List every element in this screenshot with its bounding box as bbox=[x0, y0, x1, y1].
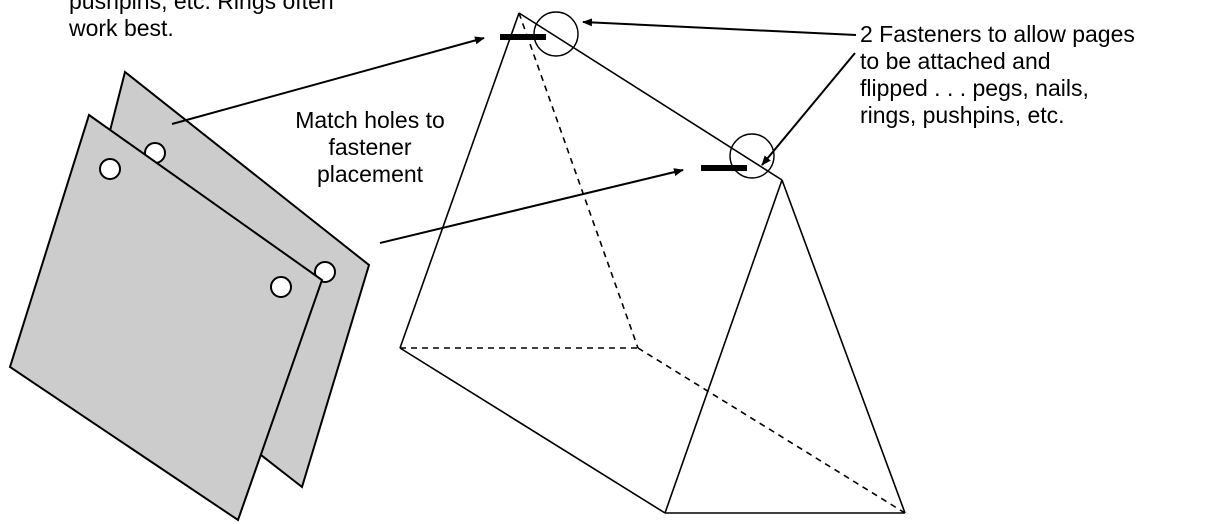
fasteners-line-2: to be attached and bbox=[860, 48, 1051, 74]
rings-note-label: pushpins, etc. Rings often work best. bbox=[69, 0, 334, 42]
front-page bbox=[8, 113, 324, 522]
fasteners-label: 2 Fasteners to allow pages to be attache… bbox=[860, 21, 1135, 129]
arrows bbox=[171, 18, 857, 244]
back-page-hole-right bbox=[314, 261, 336, 283]
prism-hidden-front-right-edge bbox=[518, 12, 639, 349]
front-page-hole-top bbox=[99, 158, 121, 180]
fastener-bottom bbox=[701, 165, 747, 171]
match-holes-line-3: placement bbox=[316, 161, 424, 187]
match-holes-label: Match holes to fastener placement bbox=[270, 107, 470, 188]
arrow-page-to-bottom-fastener bbox=[379, 168, 684, 244]
arrow-label-to-bottom-fastener bbox=[761, 52, 856, 166]
arrow-label-to-top-fastener bbox=[582, 18, 857, 36]
match-holes-line-2: fastener bbox=[328, 134, 412, 160]
fasteners-line-3: flipped . . . pegs, nails, bbox=[860, 75, 1089, 101]
prism-front-left-edge bbox=[399, 12, 520, 349]
fasteners-line-4: rings, pushpins, etc. bbox=[860, 102, 1065, 128]
fastener-bottom-highlight bbox=[729, 133, 775, 179]
fastener-top-highlight bbox=[533, 11, 579, 57]
prism-back-left-edge bbox=[664, 179, 783, 514]
prism-hidden-edges bbox=[400, 12, 906, 514]
rings-note-line-2: work best. bbox=[69, 15, 174, 41]
prism-top-ridge bbox=[518, 12, 783, 181]
front-page-hole-right bbox=[270, 276, 292, 298]
rings-note-line-1: pushpins, etc. Rings often bbox=[69, 0, 334, 14]
prism-hidden-right-base-edge bbox=[637, 347, 906, 514]
fastener-top bbox=[500, 34, 546, 40]
front-page-sheet bbox=[8, 113, 324, 522]
fasteners-line-1: 2 Fasteners to allow pages bbox=[860, 21, 1135, 47]
prism-base-left-edge bbox=[399, 347, 666, 514]
arrow-page-to-top-fastener bbox=[171, 36, 485, 125]
match-holes-line-1: Match holes to bbox=[295, 107, 445, 133]
prism-stand bbox=[399, 12, 906, 514]
prism-back-right-edge bbox=[781, 179, 906, 514]
